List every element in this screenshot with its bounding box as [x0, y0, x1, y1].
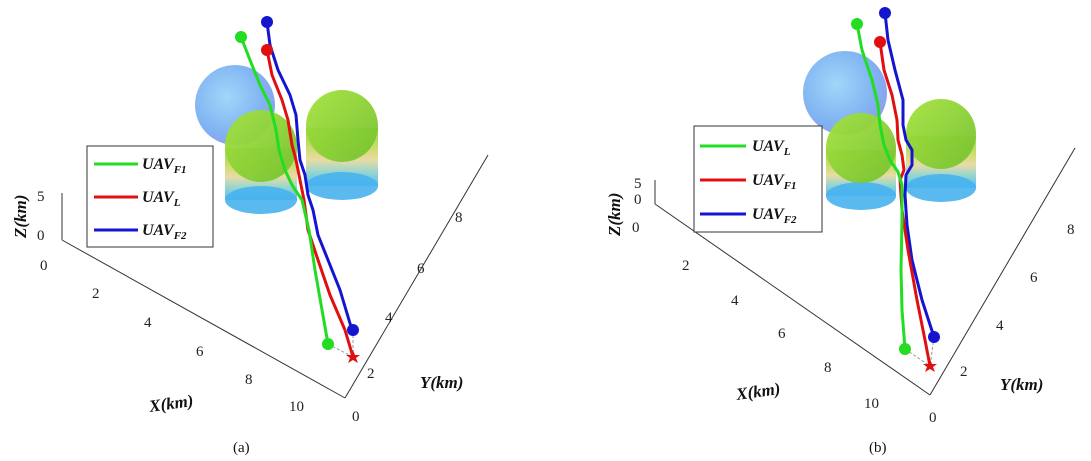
panel-a-y-tick: 4 [385, 310, 393, 326]
panel-b-legend-sub: L [783, 146, 791, 158]
panel-a-legend-label: UAV [142, 189, 175, 206]
svg-text:UAVF2: UAVF2 [752, 206, 797, 226]
panel-b-obstacles [803, 51, 976, 210]
panel-b-legend-item: UAVL [700, 138, 791, 158]
panel-b-y-tick: 0 [929, 410, 937, 426]
panel-a-z-tick: 0 [37, 228, 45, 244]
panel-a-obstacles [195, 65, 378, 214]
panel-b-legend-sub: F2 [783, 214, 797, 226]
panel-a-x-tick: 0 [40, 258, 48, 274]
panel-a-x-tick: 2 [92, 286, 100, 302]
panel-a-legend-item: UAVF1 [94, 156, 187, 176]
panel-b-target-star [923, 359, 937, 372]
panel-b-start-marker [874, 36, 886, 48]
panel-a-legend-sub: F1 [173, 164, 187, 176]
svg-text:UAVL: UAVL [142, 189, 181, 209]
panel-a-target-star [346, 350, 360, 363]
panel-b-y-tick: 6 [1030, 270, 1038, 286]
svg-text:UAVL: UAVL [752, 138, 791, 158]
panel-a-y-tick: 8 [455, 210, 463, 226]
panel-a-start-marker [261, 16, 273, 28]
panel-b-x-tick: 8 [824, 360, 832, 376]
panel-a-x-label: X(km) [147, 391, 195, 416]
svg-text:UAVF1: UAVF1 [752, 172, 797, 192]
panel-a-y-tick: 6 [417, 261, 425, 277]
panel-b-legend-label: UAV [752, 206, 785, 223]
panel-a-start-marker [235, 31, 247, 43]
panel-a-x-tick: 10 [289, 399, 304, 415]
panel-b-cylinder-obstacle [906, 99, 976, 202]
panel-b-legend-sub: F1 [783, 180, 797, 192]
panel-a-z-tick: 5 [37, 189, 45, 205]
panel-b-caption: (b) [869, 440, 887, 456]
panel-a-y-label: Y(km) [420, 373, 463, 392]
panel-a-trajectory-blue [265, 21, 354, 331]
panel-b-x-tick: 6 [778, 326, 786, 342]
panel-b-x-tick: 10 [864, 396, 879, 412]
panel-a-legend-label: UAV [142, 222, 175, 239]
panel-a-end-marker [322, 338, 334, 350]
panel-a-x-tick: 6 [196, 344, 204, 360]
panel-b-start-marker [851, 18, 863, 30]
panel-a-cylinder-obstacle [306, 90, 378, 200]
panel-b-x-label: X(km) [734, 379, 782, 404]
panel-b-y-tick: 4 [996, 318, 1004, 334]
panel-b-y-tick: 2 [960, 364, 968, 380]
panel-b-cylinder-obstacle [826, 113, 896, 210]
panel-a-legend-sub: L [173, 197, 181, 209]
panel-a-trajectory-green [239, 36, 330, 345]
panel-b-legend: UAVL UAVF1 UAVF2 [693, 125, 823, 233]
panel-b-ticks: 0 2 4 6 8 10 0 2 4 6 8 0 5 [632, 176, 1075, 426]
panel-b-legend-label: UAV [752, 172, 785, 189]
panel-b-markers [851, 7, 940, 372]
panel-b: 0 2 4 6 8 10 0 2 4 6 8 0 5 X(km) Y(km) Z… [605, 7, 1076, 456]
panel-a-x-tick: 4 [144, 315, 152, 331]
panel-b-z-label: Z(km) [605, 193, 624, 237]
panel-b-z-tick: 5 [634, 176, 642, 192]
panel-a: 0 2 4 6 8 10 0 2 4 6 8 0 5 X(km) Y(km) Z… [11, 16, 489, 456]
panel-b-trajectory-red [878, 41, 932, 367]
panel-b-end-marker [899, 343, 911, 355]
svg-text:UAVF2: UAVF2 [142, 222, 187, 242]
panel-a-z-label: Z(km) [11, 195, 30, 239]
panel-a-caption: (a) [233, 440, 250, 456]
panel-a-axes [61, 154, 489, 399]
panel-a-trajectory-red [265, 49, 355, 358]
panel-b-legend-item: UAVF2 [700, 206, 797, 226]
panel-b-legend-label: UAV [752, 138, 785, 155]
panel-a-legend-item: UAVL [94, 189, 181, 209]
panel-b-x-tick: 2 [682, 258, 690, 274]
panel-b-z-tick: 0 [634, 192, 642, 208]
panel-a-y-tick: 0 [352, 409, 360, 425]
panel-b-trajectories [855, 12, 936, 367]
panel-a-legend-sub: F2 [173, 230, 187, 242]
panel-b-extra-tick: 0 [632, 220, 640, 236]
panel-a-ticks: 0 2 4 6 8 10 0 2 4 6 8 0 5 [37, 189, 463, 425]
panel-b-axes [654, 147, 1076, 396]
panel-b-y-label: Y(km) [1000, 375, 1043, 394]
panel-a-markers [235, 16, 360, 363]
panel-b-legend-item: UAVF1 [700, 172, 797, 192]
svg-text:UAVF1: UAVF1 [142, 156, 187, 176]
panel-a-start-marker [261, 44, 273, 56]
panel-b-end-marker [928, 331, 940, 343]
panel-b-x-tick: 4 [731, 293, 739, 309]
panel-a-legend: UAVF1 UAVL UAVF2 [86, 145, 214, 248]
panel-a-legend-label: UAV [142, 156, 175, 173]
panel-a-cylinder-obstacle [225, 110, 297, 214]
panel-a-legend-item: UAVF2 [94, 222, 187, 242]
panel-a-y-tick: 2 [367, 366, 375, 382]
panel-b-trajectory-green [855, 23, 907, 350]
panel-b-trajectory-blue [883, 12, 936, 338]
panel-b-y-tick: 8 [1067, 222, 1075, 238]
panel-b-start-marker [879, 7, 891, 19]
panel-a-x-tick: 8 [245, 372, 253, 388]
panel-a-end-marker [347, 324, 359, 336]
